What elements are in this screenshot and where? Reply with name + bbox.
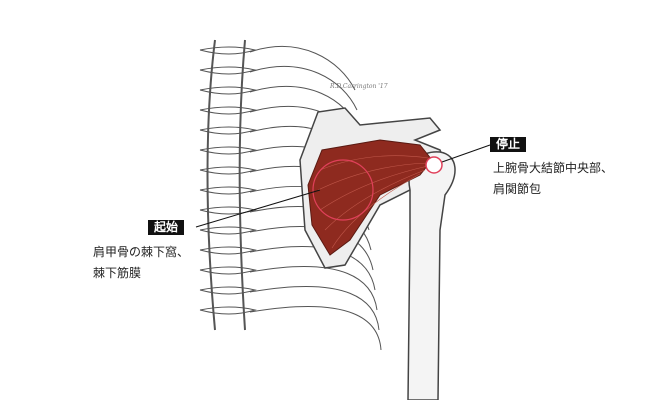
vertebra xyxy=(199,186,257,195)
rib xyxy=(249,66,358,111)
insertion-line: 肩関節包 xyxy=(493,182,542,196)
origin-marker xyxy=(312,159,374,221)
origin-description: 肩甲骨の棘下窩、 棘下筋膜 xyxy=(93,242,189,284)
origin-tag: 起始 xyxy=(148,220,185,235)
infraspinatus-muscle xyxy=(307,139,433,256)
svg-text:R.D.Carrington '17: R.D.Carrington '17 xyxy=(329,83,388,90)
origin-line: 棘下筋膜 xyxy=(93,266,142,280)
humerus xyxy=(407,151,456,400)
insertion-description: 上腕骨大結節中央部、 肩関節包 xyxy=(493,158,613,200)
vertebra xyxy=(199,306,257,315)
origin-line: 肩甲骨の棘下窩、 xyxy=(93,245,190,259)
vertebra xyxy=(199,66,257,75)
rib xyxy=(249,285,380,331)
rib xyxy=(249,245,376,291)
vertebra xyxy=(199,206,257,215)
insertion-tag: 停止 xyxy=(490,137,527,152)
rib xyxy=(249,46,356,91)
rib xyxy=(249,265,378,311)
vertebra xyxy=(199,126,257,135)
origin-leader-line xyxy=(195,189,321,228)
vertebra xyxy=(199,106,257,115)
vertebra xyxy=(199,246,257,255)
insertion-marker xyxy=(425,156,443,174)
vertebra xyxy=(199,166,257,175)
insertion-leader-line xyxy=(441,144,491,163)
vertebra xyxy=(199,146,257,155)
spine xyxy=(199,39,257,331)
vertebra xyxy=(199,286,257,295)
vertebra xyxy=(199,46,257,55)
insertion-line: 上腕骨大結節中央部、 xyxy=(493,161,614,175)
vertebra xyxy=(199,86,257,95)
rib xyxy=(249,305,382,351)
vertebra xyxy=(199,226,257,235)
vertebra xyxy=(199,266,257,275)
